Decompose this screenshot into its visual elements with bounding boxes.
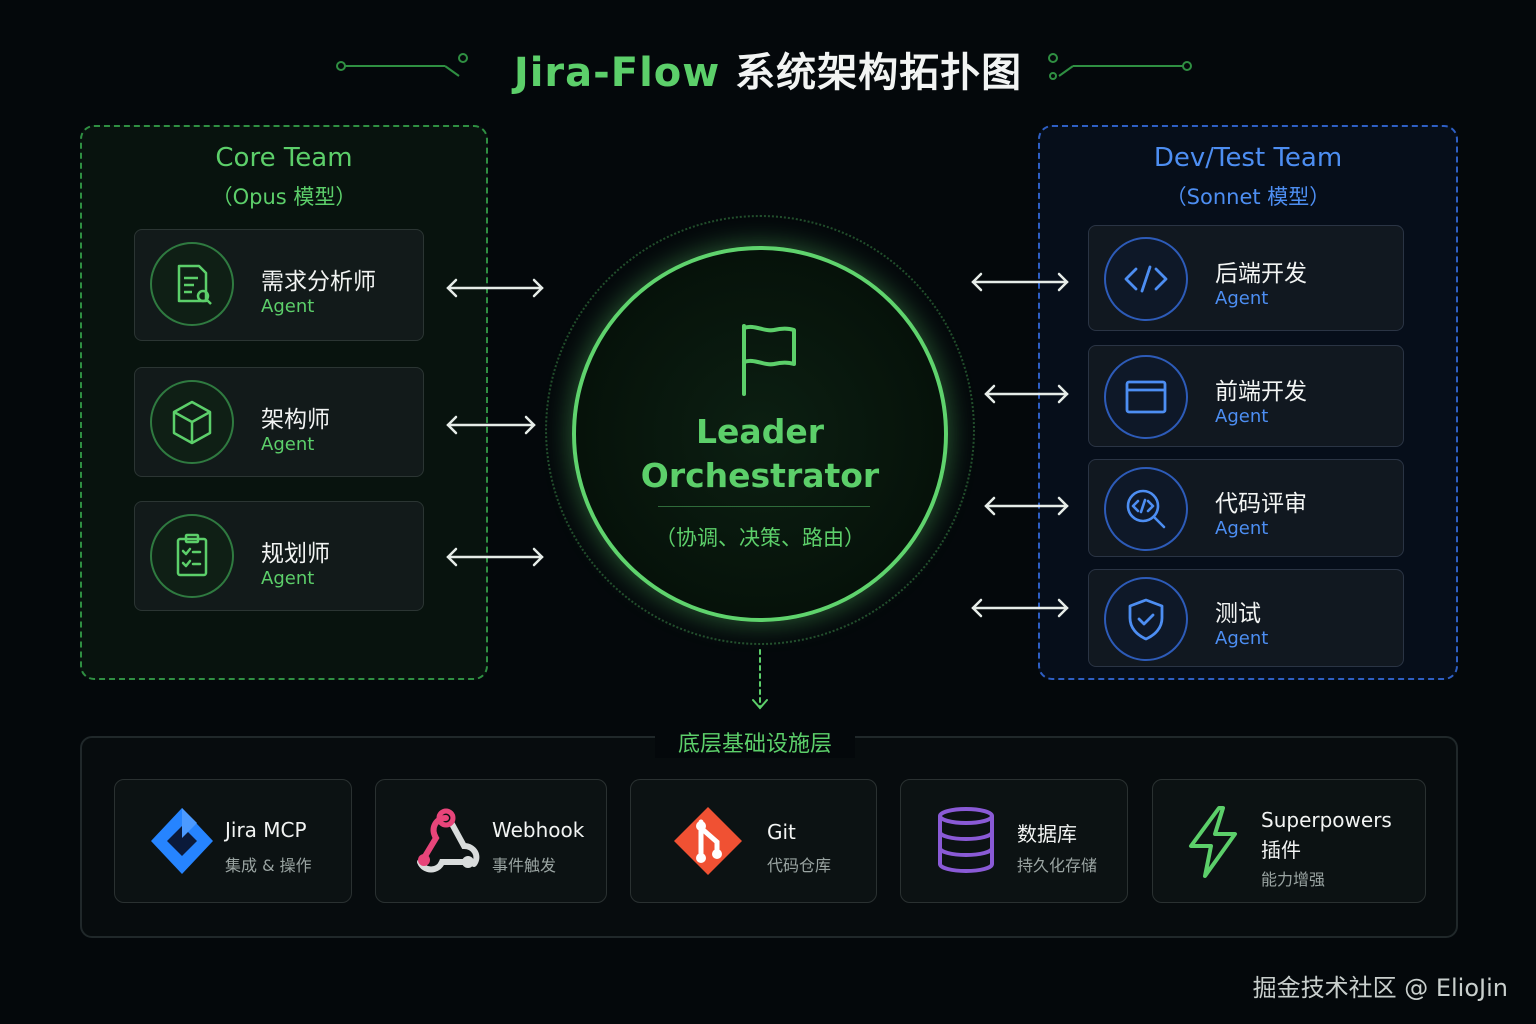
agent-role: Agent — [1215, 406, 1269, 427]
lightning-icon — [1189, 806, 1237, 878]
code-icon — [1104, 237, 1188, 321]
agent-name: 需求分析师 — [261, 269, 376, 295]
agent-role: Agent — [261, 296, 315, 317]
code-review-icon — [1104, 467, 1188, 551]
dev-team-subtitle: （Sonnet 模型） — [1165, 185, 1331, 209]
agent-card-testing[interactable]: 测试 Agent — [1088, 569, 1404, 667]
core-team-subtitle: （Opus 模型） — [211, 185, 357, 209]
infra-name: Superpowers — [1261, 808, 1392, 832]
agent-card-frontend-dev[interactable]: 前端开发 Agent — [1088, 345, 1404, 447]
leader-title-line2: Orchestrator — [640, 456, 880, 495]
jira-logo-icon — [151, 808, 213, 874]
leader-glow-ring — [545, 215, 975, 645]
cube-icon — [150, 380, 234, 464]
title-decoration-left — [336, 53, 468, 77]
title-decoration-right — [1048, 53, 1192, 80]
flag-icon — [742, 324, 796, 396]
infra-card-jira-mcp[interactable]: Jira MCP 集成 & 操作 — [114, 779, 352, 903]
dev-team-title: Dev/Test Team — [1153, 143, 1343, 173]
arrow-requirements-to-leader — [446, 278, 544, 298]
requirements-search-icon — [150, 242, 234, 326]
leader-divider — [658, 506, 870, 507]
agent-card-backend-dev[interactable]: 后端开发 Agent — [1088, 225, 1404, 331]
arrow-leader-to-infrastructure — [752, 649, 768, 710]
agent-card-requirements-analyst[interactable]: 需求分析师 Agent — [134, 229, 424, 341]
agent-role: Agent — [1215, 628, 1269, 649]
git-logo-icon — [674, 807, 742, 875]
infra-desc: 事件触发 — [492, 856, 557, 875]
arrow-architect-to-leader — [446, 415, 536, 435]
agent-name: 测试 — [1215, 601, 1261, 627]
infra-name: 数据库 — [1017, 822, 1077, 846]
title-chinese: 系统架构拓扑图 — [735, 50, 1023, 96]
database-icon — [938, 807, 994, 874]
infra-desc: 能力增强 — [1261, 870, 1326, 889]
agent-card-architect[interactable]: 架构师 Agent — [134, 367, 424, 477]
infra-desc: 代码仓库 — [767, 856, 832, 875]
arrow-leader-to-backend — [971, 272, 1069, 292]
agent-role: Agent — [1215, 518, 1269, 539]
infra-name: Git — [767, 820, 796, 844]
arrow-leader-to-frontend — [984, 384, 1069, 404]
arrow-planner-to-leader — [446, 547, 544, 567]
title-english: Jira-Flow — [513, 50, 721, 96]
infrastructure-title: 底层基础设施层 — [655, 726, 855, 758]
agent-name: 前端开发 — [1215, 379, 1307, 405]
agent-card-code-review[interactable]: 代码评审 Agent — [1088, 459, 1404, 557]
infra-name: Jira MCP — [225, 818, 307, 842]
leader-description: （协调、决策、路由） — [655, 526, 865, 550]
agent-name: 后端开发 — [1215, 261, 1307, 287]
infra-card-database[interactable]: 数据库 持久化存储 — [900, 779, 1128, 903]
agent-card-planner[interactable]: 规划师 Agent — [134, 501, 424, 611]
core-team-title: Core Team — [215, 143, 353, 173]
infra-card-webhook[interactable]: Webhook 事件触发 — [375, 779, 607, 903]
webhook-icon — [417, 808, 480, 873]
leader-title-line1: Leader — [696, 412, 824, 451]
infra-name: Webhook — [492, 818, 585, 842]
infra-name-line2: 插件 — [1261, 838, 1301, 862]
agent-role: Agent — [261, 568, 315, 589]
page-title: Jira-Flow 系统架构拓扑图 — [0, 40, 1536, 98]
agent-name: 规划师 — [261, 541, 330, 567]
agent-name: 架构师 — [261, 407, 330, 433]
arrow-leader-to-code-review — [984, 496, 1069, 516]
watermark: 掘金技术社区 @ ElioJin — [1252, 974, 1508, 1002]
infra-card-superpowers[interactable]: Superpowers 插件 能力增强 — [1152, 779, 1426, 903]
agent-role: Agent — [261, 434, 315, 455]
checklist-clipboard-icon — [150, 514, 234, 598]
leader-orchestrator-node[interactable]: Leader Orchestrator （协调、决策、路由） — [572, 246, 948, 622]
agent-role: Agent — [1215, 288, 1269, 309]
agent-name: 代码评审 — [1215, 491, 1307, 517]
infra-desc: 持久化存储 — [1017, 856, 1098, 875]
core-team-panel: Core Team （Opus 模型） 需求分析师 Agent 架构师 Agen… — [80, 125, 488, 680]
dev-test-team-panel: Dev/Test Team （Sonnet 模型） 后端开发 Agent 前端开… — [1038, 125, 1458, 680]
browser-window-icon — [1104, 355, 1188, 439]
infra-desc: 集成 & 操作 — [225, 856, 312, 875]
arrow-leader-to-testing — [971, 598, 1069, 618]
shield-check-icon — [1104, 577, 1188, 661]
infra-card-git[interactable]: Git 代码仓库 — [630, 779, 877, 903]
